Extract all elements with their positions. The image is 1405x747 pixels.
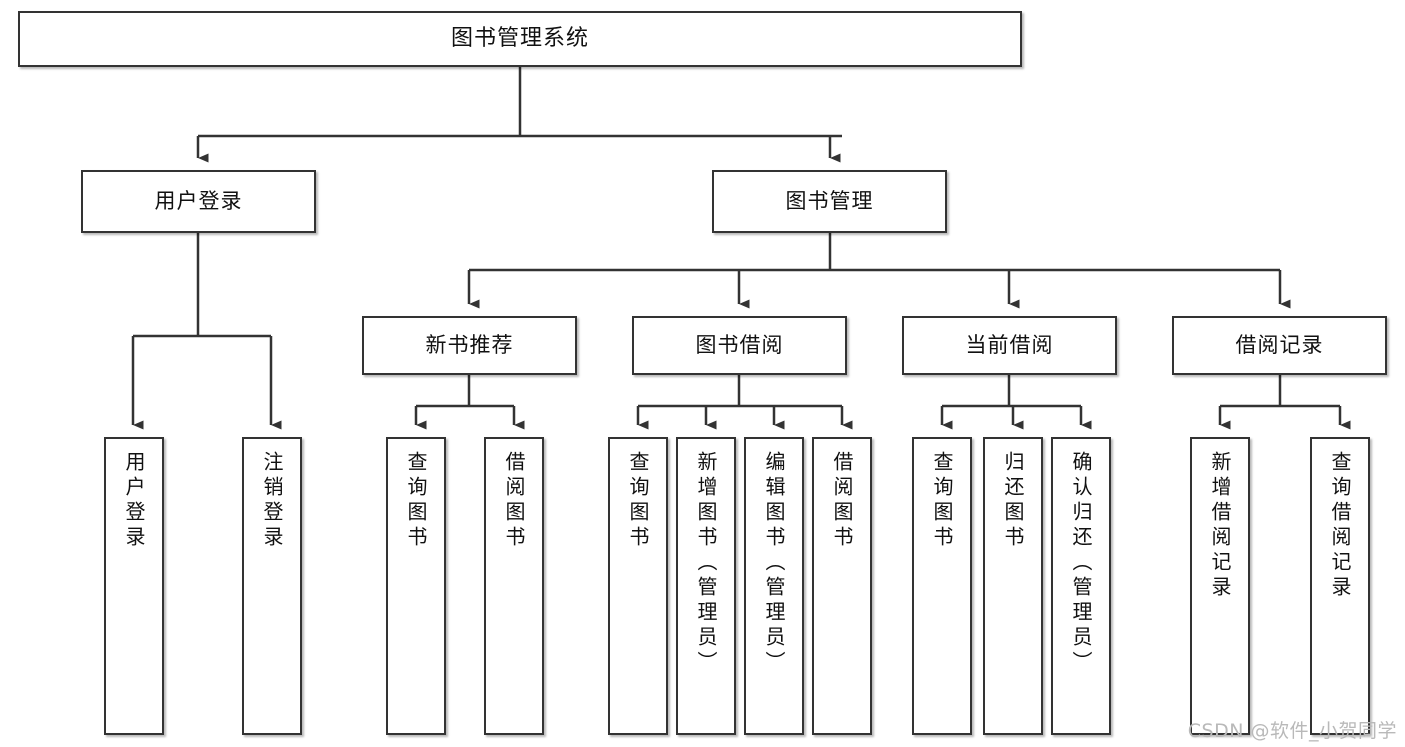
node-label: 图书借阅: [695, 333, 784, 358]
node-label: 注销登录: [260, 451, 284, 551]
node-user-login[interactable]: 用户登录: [81, 170, 316, 233]
node-leaf-query-book-current[interactable]: 查询图书: [912, 437, 972, 735]
node-label: 借阅图书: [502, 451, 526, 551]
node-label: 查询图书: [930, 451, 954, 551]
node-label: 图书管理系统: [450, 26, 589, 52]
node-label: 新增借阅记录: [1208, 451, 1232, 601]
node-leaf-borrow-book[interactable]: 借阅图书: [812, 437, 872, 735]
node-leaf-confirm-return[interactable]: 确认归还（管理员）: [1051, 437, 1111, 735]
node-leaf-query-borrow-record[interactable]: 查询借阅记录: [1310, 437, 1370, 735]
node-book-manage[interactable]: 图书管理: [712, 170, 947, 233]
node-leaf-query-book-borrow[interactable]: 查询图书: [608, 437, 668, 735]
node-root-system[interactable]: 图书管理系统: [18, 11, 1022, 67]
node-label: 查询借阅记录: [1328, 451, 1352, 601]
node-borrow-record[interactable]: 借阅记录: [1172, 316, 1387, 375]
node-leaf-edit-book[interactable]: 编辑图书（管理员）: [744, 437, 804, 735]
node-label: 归还图书: [1001, 451, 1025, 551]
node-label: 新书推荐: [425, 333, 514, 358]
node-leaf-add-borrow-record[interactable]: 新增借阅记录: [1190, 437, 1250, 735]
node-label: 用户登录: [122, 451, 146, 551]
node-label: 确认归还（管理员）: [1069, 451, 1093, 676]
node-leaf-add-book[interactable]: 新增图书（管理员）: [676, 437, 736, 735]
node-label: 用户登录: [154, 189, 243, 214]
node-label: 借阅图书: [830, 451, 854, 551]
node-new-book-recommend[interactable]: 新书推荐: [362, 316, 577, 375]
watermark-text: CSDN @软件_小贺同学: [1187, 720, 1397, 742]
node-book-borrow[interactable]: 图书借阅: [632, 316, 847, 375]
node-label: 当前借阅: [965, 333, 1054, 358]
node-leaf-return-book[interactable]: 归还图书: [983, 437, 1043, 735]
node-label: 查询图书: [626, 451, 650, 551]
node-leaf-user-login[interactable]: 用户登录: [104, 437, 164, 735]
node-label: 新增图书（管理员）: [694, 451, 718, 676]
node-label: 图书管理: [785, 189, 874, 214]
node-leaf-logout[interactable]: 注销登录: [242, 437, 302, 735]
node-current-borrow[interactable]: 当前借阅: [902, 316, 1117, 375]
node-leaf-query-book-recommend[interactable]: 查询图书: [386, 437, 446, 735]
node-label: 借阅记录: [1235, 333, 1324, 358]
node-label: 编辑图书（管理员）: [762, 451, 786, 676]
node-label: 查询图书: [404, 451, 428, 551]
node-leaf-borrow-book-recommend[interactable]: 借阅图书: [484, 437, 544, 735]
